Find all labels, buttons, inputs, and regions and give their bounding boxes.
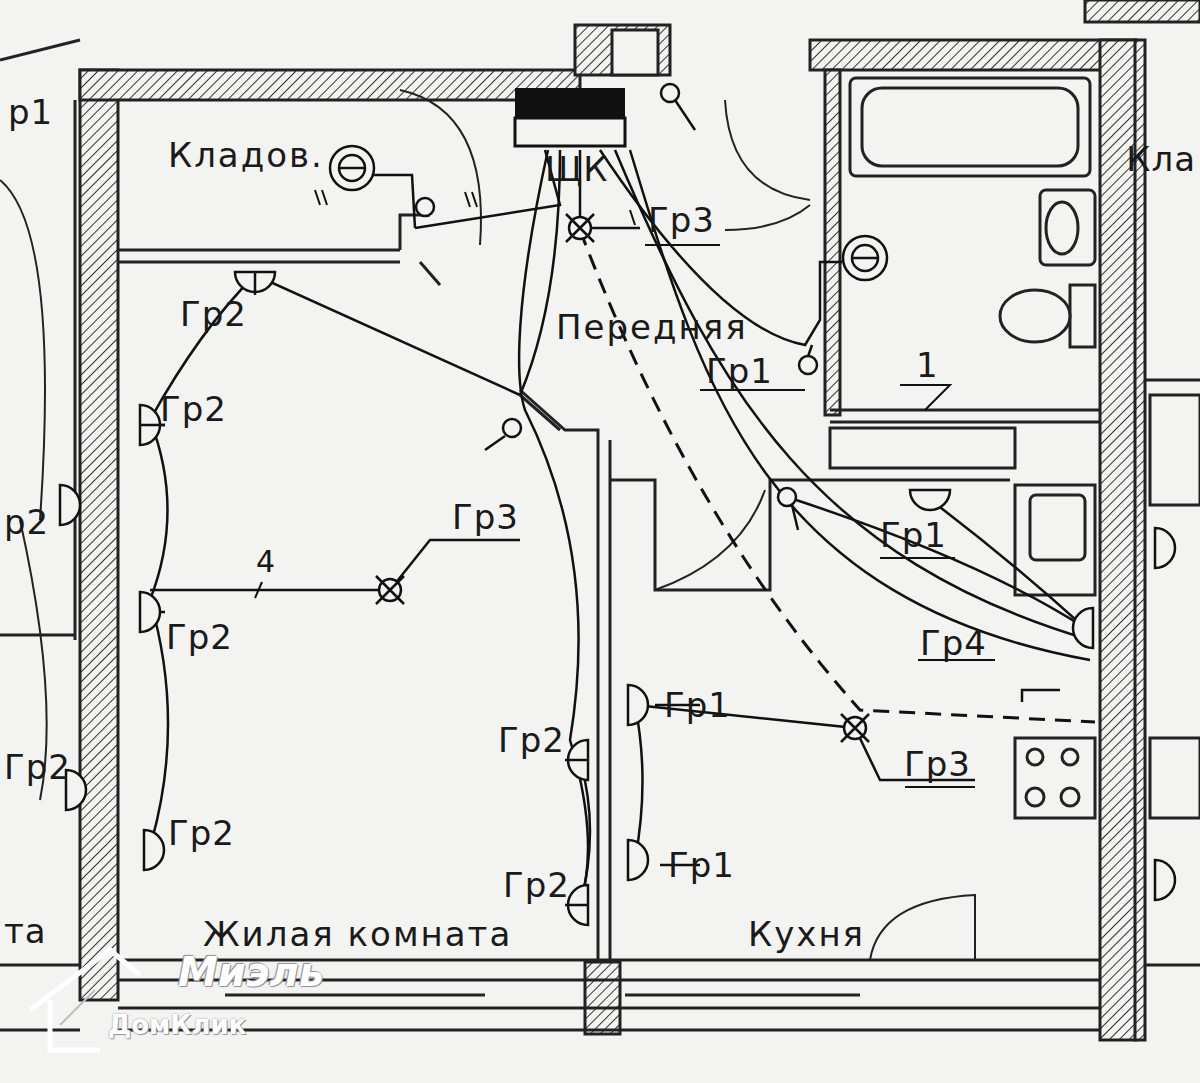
- plan-label: Гр2: [166, 620, 233, 654]
- sockets: [60, 272, 1175, 925]
- plan-label: 4: [256, 547, 275, 577]
- plan-label: 1: [916, 348, 938, 382]
- plan-label: Гр4: [920, 626, 987, 660]
- plan-label: р1: [8, 95, 53, 129]
- plan-label: Кладов.: [168, 138, 324, 172]
- plan-label: Гр2: [4, 750, 71, 784]
- watermark-text: Миэль: [178, 952, 324, 992]
- plan-label: Гр2: [180, 297, 247, 331]
- switches: [416, 84, 817, 530]
- switchboard: [515, 88, 625, 146]
- plan-label: Гр3: [452, 500, 519, 534]
- plan-label: та: [4, 914, 47, 948]
- plan-label: Гр1: [664, 688, 731, 722]
- lamps: [330, 146, 887, 742]
- fixtures: [850, 78, 1200, 818]
- plan-label: Гр2: [160, 392, 227, 426]
- plan-label: Гр3: [648, 203, 715, 237]
- plan-label: р2: [4, 505, 49, 539]
- plan-label: Гр2: [168, 816, 235, 850]
- plan-label: Кухня: [748, 917, 865, 951]
- plan-label: Гр1: [668, 848, 735, 882]
- label-underlines: [255, 190, 995, 787]
- plan-label: Гр1: [706, 354, 773, 388]
- plan-label: Гр1: [880, 518, 947, 552]
- watermark-text: ДомКлик: [108, 1012, 246, 1038]
- plan-label: Кла: [1126, 142, 1196, 176]
- plan-label: Жилая комната: [203, 917, 512, 951]
- walls: [80, 0, 1200, 1040]
- plan-label: ЩК: [545, 152, 608, 186]
- plan-label: Гр2: [503, 868, 570, 902]
- plan-label: Передняя: [556, 310, 748, 344]
- doors: [0, 90, 975, 960]
- partitions: [0, 30, 1200, 1030]
- plan-label: Гр3: [904, 747, 971, 781]
- dashed-line: [580, 230, 1095, 722]
- plan-label: Гр2: [498, 723, 565, 757]
- wiring: [148, 150, 1090, 905]
